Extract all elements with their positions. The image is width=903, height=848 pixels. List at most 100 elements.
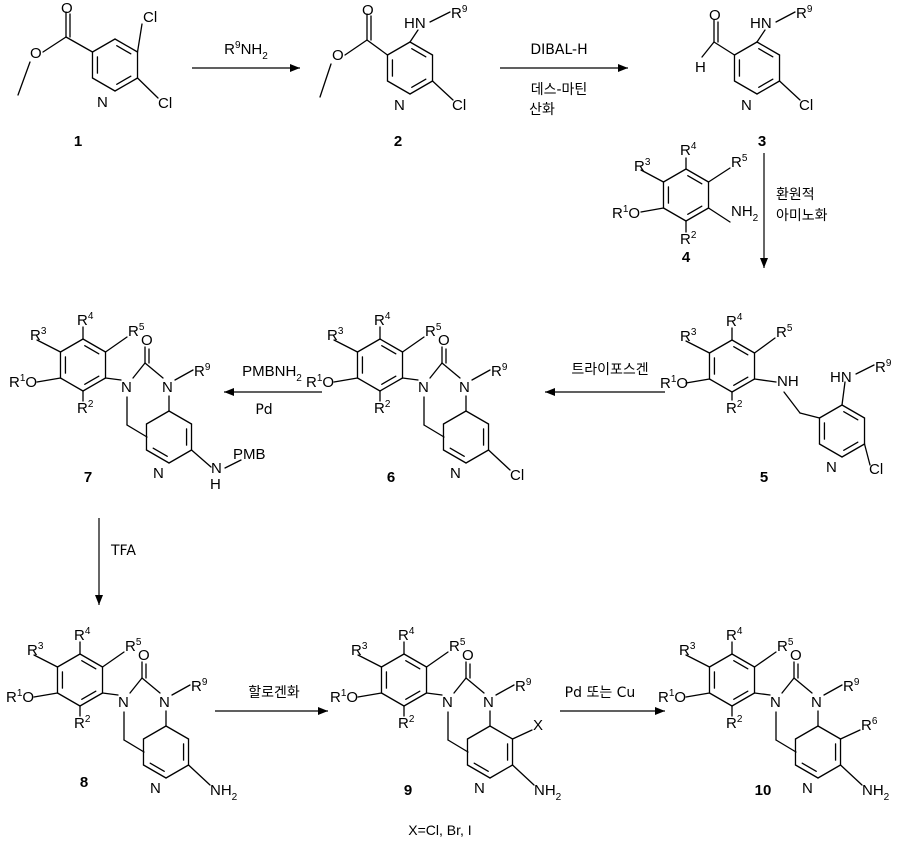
amino-label: NH2 — [210, 782, 238, 803]
step3-condition-line2: 아미노화 — [776, 208, 828, 224]
compound6-pyridine-edge — [466, 411, 489, 424]
r1o-label: R1O — [9, 373, 37, 391]
pmb-nitrogen-label: N — [211, 460, 222, 477]
nitrogen-label: N — [802, 780, 813, 797]
bond — [496, 685, 514, 695]
r2-label: R2 — [77, 399, 94, 417]
bond — [755, 379, 776, 382]
r3-label: R3 — [680, 327, 697, 345]
nitrogen-label: N — [811, 694, 822, 711]
bond — [403, 337, 424, 352]
r3-label-part: R — [30, 327, 41, 344]
r9-label-part: R — [843, 678, 854, 695]
compound10-pyridine-edge — [795, 726, 818, 739]
bond — [841, 765, 862, 785]
r5-label: R5 — [776, 323, 793, 341]
nitrogen-label: N — [162, 379, 173, 396]
r9-label-part: 9 — [462, 4, 468, 15]
compound4-ring-edge — [663, 169, 686, 182]
compound-number-5: 5 — [760, 469, 768, 486]
compound4-ring-edge — [686, 169, 709, 182]
bond — [702, 42, 714, 57]
r1o-label: R1O — [612, 204, 640, 222]
bond — [776, 740, 796, 752]
bond — [172, 685, 190, 695]
r4-label-part: 4 — [737, 626, 743, 637]
r2-label-part: R — [398, 715, 409, 732]
r9-label-part: 9 — [886, 358, 892, 369]
bond — [755, 652, 776, 667]
amine-label-part: HN — [750, 15, 772, 32]
bond — [37, 378, 60, 382]
compound8-aryl-edge — [80, 654, 103, 667]
r1o-label-part: O — [346, 689, 358, 706]
r2-label: R2 — [726, 399, 743, 417]
r1o-label-part: O — [676, 375, 688, 392]
compound2-ring-edge — [387, 42, 410, 55]
r2-label-part: 2 — [385, 399, 391, 410]
r3-label-part: 3 — [690, 641, 696, 652]
hydrogen-label: H — [695, 59, 706, 76]
step2-condition-line1: 데스-마틴 — [531, 82, 588, 98]
bond — [127, 425, 147, 437]
compound2-ring-edge — [410, 42, 433, 55]
oxygen-label: O — [709, 7, 721, 24]
arrow-step5-head — [224, 388, 234, 396]
compound5-pyridine-edge — [842, 405, 865, 418]
r4-label-part: 4 — [85, 626, 91, 637]
compound-number-1: 1 — [74, 133, 82, 150]
r3-label-part: 3 — [645, 157, 651, 168]
bond — [427, 652, 448, 667]
bond — [755, 338, 775, 353]
bond — [824, 685, 842, 695]
bond — [430, 363, 442, 378]
nitrogen-label: N — [153, 465, 164, 482]
compound2-ring-edge — [410, 81, 433, 94]
r3-label-part: 3 — [38, 641, 44, 652]
nitrogen-label: N — [159, 694, 170, 711]
compound-number-4: 4 — [682, 249, 691, 266]
r4-label-part: 4 — [385, 311, 391, 322]
arrow-step3-head — [760, 258, 768, 268]
oxygen-label: O — [141, 332, 153, 349]
r4-label-part: 4 — [88, 311, 94, 322]
compound2-ring-edge — [387, 81, 410, 94]
r4-label-part: R — [726, 313, 737, 330]
compound7-aryl-edge — [60, 339, 83, 352]
compound5-ring-edge — [709, 340, 732, 353]
compound5-ring-edge — [732, 340, 755, 353]
compound3-ring-edge — [757, 42, 780, 55]
r5-label-part: R — [125, 638, 136, 655]
bond — [513, 730, 532, 739]
oxygen-label: O — [438, 332, 450, 349]
r4-label: R4 — [74, 626, 91, 644]
amino-label: NH2 — [731, 203, 759, 224]
r4-label-part: R — [74, 627, 85, 644]
compound8-pyridine-edge — [143, 765, 166, 778]
r3-label-part: R — [27, 642, 38, 659]
r2-label-part: 2 — [737, 714, 743, 725]
compound3-ring-edge — [734, 42, 757, 55]
compound5-ring-edge — [709, 379, 732, 392]
compound8-pyridine-edge — [166, 726, 189, 739]
amino-label-part: 2 — [884, 792, 890, 803]
compound7-pyridine-edge — [146, 450, 169, 463]
amine-label: HN — [830, 369, 852, 386]
compound5-pyridine-edge — [819, 405, 842, 418]
chlorine-label: Cl — [143, 9, 157, 26]
bond — [130, 678, 142, 693]
bond — [367, 40, 387, 55]
compound8-aryl-edge — [57, 654, 80, 667]
r5-label-part: R — [449, 638, 460, 655]
amino-label-part: NH — [210, 782, 232, 799]
r2-label-part: 2 — [409, 714, 415, 725]
chlorine-label: Cl — [869, 461, 883, 478]
amino-label-part: 2 — [753, 213, 759, 224]
amino-label-part: NH — [862, 782, 884, 799]
oxygen-label: O — [790, 647, 802, 664]
compound7-pyridine-edge — [169, 450, 192, 463]
chlorine-label: Cl — [158, 95, 172, 112]
bond — [433, 81, 453, 100]
nitrogen-label: N — [450, 465, 461, 482]
r4-label: R4 — [77, 311, 94, 329]
